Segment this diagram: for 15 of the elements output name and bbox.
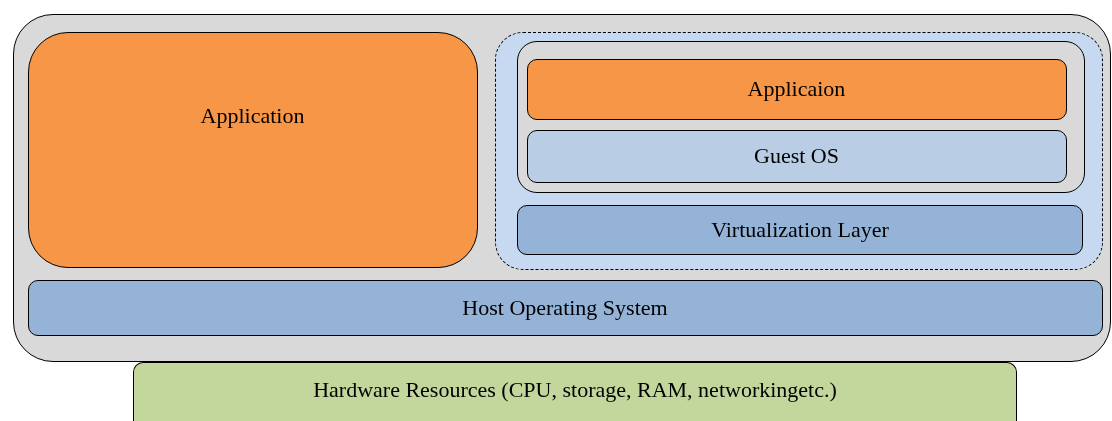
guest-os-box [526, 129, 1067, 183]
layer-label: Hardware Resources (CPU, storage, RAM, networkingetc.) [313, 377, 837, 403]
layer-label: Virtualization Layer [711, 217, 889, 243]
layer-label: Guest OS [754, 143, 839, 169]
layer-label: Application [200, 102, 305, 129]
layer-label: Host Operating System [462, 294, 668, 321]
host-os-box [27, 279, 1103, 336]
application-box [27, 31, 478, 268]
guest-container-box [517, 41, 1085, 193]
layer-label: Applicaion [747, 76, 846, 102]
hardware-box [133, 362, 1017, 421]
layer-box [517, 205, 1083, 255]
outer-container-box [13, 14, 1111, 362]
application-box [526, 58, 1067, 120]
virtual-machine-box [494, 31, 1103, 270]
